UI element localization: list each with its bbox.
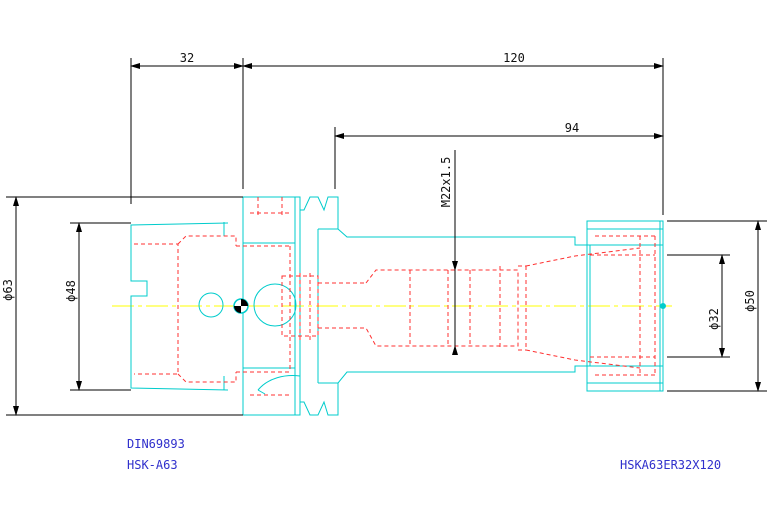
dim-dia-collet: ϕ32	[707, 308, 721, 330]
standard-note: DIN69893	[127, 437, 185, 451]
dim-thread: M22x1.5	[439, 157, 453, 208]
holder-outline	[130, 196, 666, 416]
dim-dia-flange: ϕ63	[1, 279, 15, 301]
dim-nose-length: 94	[565, 121, 579, 135]
dim-flange-length: 32	[180, 51, 194, 65]
dim-dia-nut: ϕ50	[743, 290, 757, 312]
interface-note: HSK-A63	[127, 458, 178, 472]
hidden-lines	[134, 197, 656, 396]
gauge-point-marker	[233, 298, 249, 314]
part-number-note: HSKA63ER32X120	[620, 458, 722, 472]
dim-overall-length: 120	[503, 51, 525, 65]
dimension-lines	[6, 58, 767, 416]
dim-dia-taper: ϕ48	[64, 280, 78, 302]
